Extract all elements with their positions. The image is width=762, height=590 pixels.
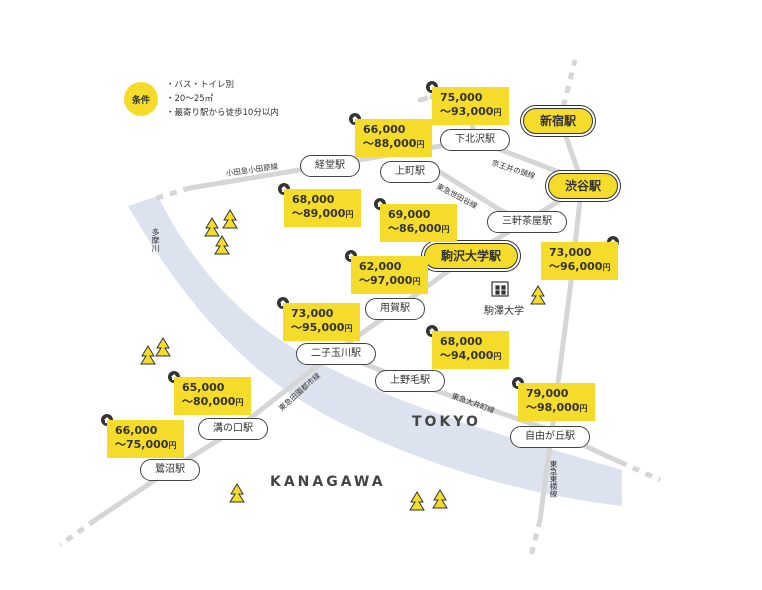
price-label: 62,000 ～97,000円 bbox=[351, 256, 429, 294]
price-label: 66,000 ～88,000円 bbox=[355, 119, 433, 157]
station-mizonokuchi[interactable]: 溝の口駅 bbox=[198, 418, 268, 440]
station-kyodo[interactable]: 経堂駅 bbox=[300, 155, 360, 177]
area-label-kanagawa: KANAGAWA bbox=[270, 474, 386, 490]
station-saginuma[interactable]: 鷺沼駅 bbox=[140, 459, 200, 481]
river-label: 多摩川 bbox=[151, 228, 160, 252]
station-jiyugaoka[interactable]: 自由が丘駅 bbox=[510, 426, 590, 448]
station-futakotamagawa[interactable]: 二子玉川駅 bbox=[296, 343, 376, 365]
legend-badge: 条件 bbox=[124, 82, 158, 116]
legend-list: ・バス・トイレ別 ・20～25㎡ ・最寄り駅から徒歩10分以内 bbox=[166, 78, 279, 120]
university-building-icon bbox=[491, 281, 509, 297]
station-sangenjaya[interactable]: 三軒茶屋駅 bbox=[487, 211, 567, 233]
legend-item: ・20～25㎡ bbox=[166, 94, 214, 104]
university-label: 駒澤大学 bbox=[484, 306, 524, 317]
station-shinjuku[interactable]: 新宿駅 bbox=[522, 108, 594, 134]
legend-item: ・最寄り駅から徒歩10分以内 bbox=[166, 108, 279, 118]
station-shimokitazawa[interactable]: 下北沢駅 bbox=[440, 129, 510, 151]
tree-icon bbox=[222, 209, 238, 229]
price-label: 79,000 ～98,000円 bbox=[518, 383, 596, 421]
station-kamimachi[interactable]: 上町駅 bbox=[380, 161, 440, 183]
price-label: 73,000 ～96,000円 bbox=[541, 242, 619, 280]
station-kaminoge[interactable]: 上野毛駅 bbox=[375, 370, 445, 392]
station-yoga[interactable]: 用賀駅 bbox=[365, 298, 425, 320]
tree-icon bbox=[530, 285, 546, 305]
price-label: 68,000 ～94,000円 bbox=[432, 331, 510, 369]
rail-toyoko bbox=[537, 179, 585, 523]
river-tama bbox=[128, 196, 622, 506]
area-label-tokyo: TOKYO bbox=[412, 414, 481, 430]
price-label: 75,000 ～93,000円 bbox=[432, 87, 510, 125]
tree-icon bbox=[229, 483, 245, 503]
price-label: 73,000 ～95,000円 bbox=[283, 303, 361, 341]
station-komazawa[interactable]: 駒沢大学駅 bbox=[423, 243, 519, 269]
price-label: 66,000 ～75,000円 bbox=[107, 420, 185, 458]
price-label: 69,000 ～86,000円 bbox=[380, 204, 458, 242]
line-label-toyoko: 東急東横線 bbox=[549, 460, 558, 498]
station-shibuya[interactable]: 渋谷駅 bbox=[547, 173, 619, 199]
tree-icon bbox=[140, 345, 156, 365]
tree-icon bbox=[409, 491, 425, 511]
price-label: 65,000 ～80,000円 bbox=[174, 377, 252, 415]
tree-icon bbox=[432, 489, 448, 509]
legend-item: ・バス・トイレ別 bbox=[166, 80, 235, 90]
tree-icon bbox=[214, 235, 230, 255]
tree-icon bbox=[155, 337, 171, 357]
price-label: 68,000 ～89,000円 bbox=[284, 189, 362, 227]
tree-icon bbox=[204, 217, 220, 237]
